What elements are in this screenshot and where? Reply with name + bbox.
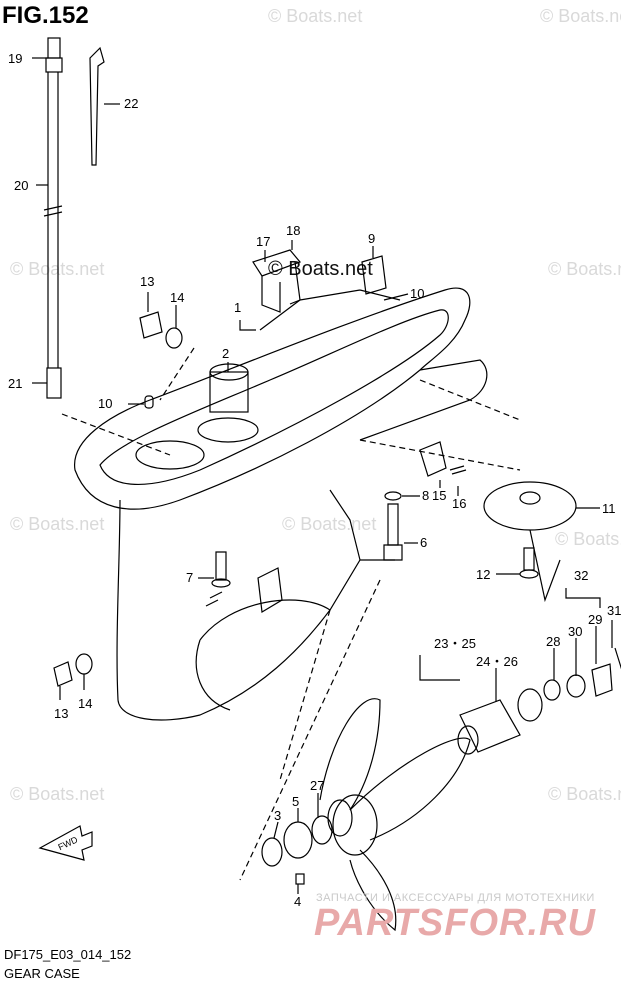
watermark: © Boats.net <box>10 514 104 534</box>
callout: 3 <box>274 808 281 823</box>
callout: 1 <box>234 300 241 315</box>
shaft-top-connector <box>47 37 61 59</box>
callout: 18 <box>286 223 300 238</box>
leader-lines <box>32 57 613 894</box>
callout: 19 <box>8 51 22 66</box>
callout: 29 <box>588 612 602 627</box>
callout: 16 <box>452 496 466 511</box>
callout: 6 <box>420 535 427 550</box>
watermark: © Boats.net <box>10 259 104 279</box>
gear-case-housing <box>74 287 488 721</box>
watermark: © Boats.net <box>540 6 621 26</box>
callout: 2 <box>222 346 229 361</box>
callout: 9 <box>368 231 375 246</box>
watermark: © Boats.net <box>548 259 621 279</box>
callout: 14 <box>170 290 184 305</box>
callout: 17 <box>256 234 270 249</box>
watermark: © Boats.net <box>555 529 621 549</box>
watermark: © Boats.net <box>282 514 376 534</box>
callout: 7 <box>186 570 193 585</box>
fwd-arrow: FWD <box>38 825 93 861</box>
callout: 13 <box>54 706 68 721</box>
callout: 21 <box>8 376 22 391</box>
callout: 10 <box>98 396 112 411</box>
construction-lines <box>61 347 521 881</box>
callout: 15 <box>432 488 446 503</box>
callout: 12 <box>476 567 490 582</box>
partsfor-logo: PARTSFOR.RU <box>314 902 596 944</box>
callout: 8 <box>422 488 429 503</box>
callout: 20 <box>14 178 28 193</box>
diagram-name: GEAR CASE <box>4 966 80 981</box>
callout: 5 <box>292 794 299 809</box>
cable-tie <box>89 46 105 166</box>
shaft-collar <box>45 57 63 73</box>
callout: 13 <box>140 274 154 289</box>
pinion-bearing <box>209 371 249 413</box>
watermark-foreground: © Boats.net <box>268 258 373 280</box>
callout: 28 <box>546 634 560 649</box>
callout: 27 <box>310 778 324 793</box>
callout: 32 <box>574 568 588 583</box>
callout: 22 <box>124 96 138 111</box>
diagram-code: DF175_E03_014_152 <box>4 947 132 962</box>
watermarks: © Boats.net © Boats.net © Boats.net © Bo… <box>10 6 621 804</box>
propeller <box>319 698 471 932</box>
watermark: © Boats.net <box>548 784 621 804</box>
callout: 4 <box>294 894 301 909</box>
shift-rod-end <box>46 367 62 399</box>
callout: 31 <box>607 603 621 618</box>
watermark: © Boats.net <box>268 6 362 26</box>
callout: 11 <box>602 501 616 516</box>
callout: 14 <box>78 696 92 711</box>
partsfor-tagline: ЗАПЧАСТИ И АКСЕССУАРЫ ДЛЯ МОТОТЕХНИКИ <box>316 892 595 904</box>
callout: 30 <box>568 624 582 639</box>
callout: 23・25 <box>434 636 476 651</box>
watermark: © Boats.net <box>10 784 104 804</box>
parts-linework <box>32 37 621 932</box>
callout: 24・26 <box>476 654 518 669</box>
figure-title: FIG.152 <box>2 2 89 29</box>
callout: 10 <box>410 286 424 301</box>
callouts: 19 22 20 21 13 14 10 2 1 17 18 9 10 8 15… <box>8 51 621 909</box>
